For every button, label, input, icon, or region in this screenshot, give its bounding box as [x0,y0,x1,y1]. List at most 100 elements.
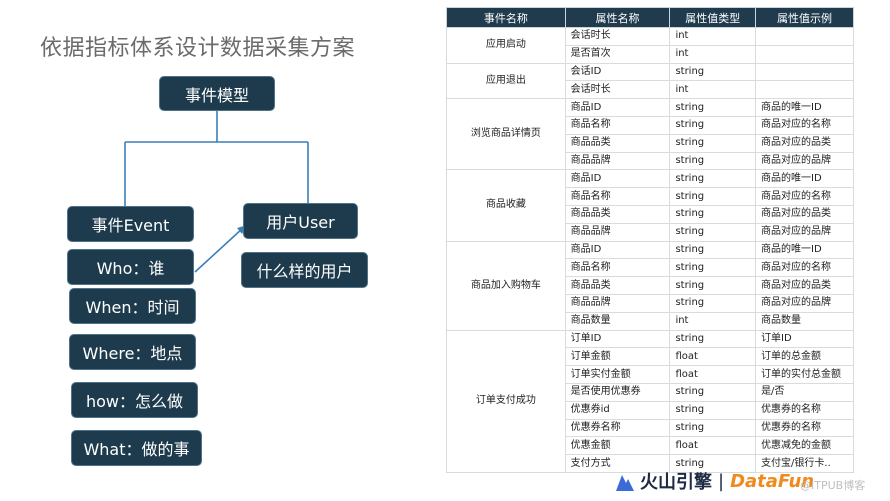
table-header-row: 事件名称 属性名称 属性值类型 属性值示例 [446,7,854,28]
attr-type-cell: int [669,44,757,64]
volcano-logo-icon [616,475,634,491]
attr-type-cell: string [669,222,757,242]
attr-name-cell: 优惠券名称 [564,418,671,438]
event-name-cell: 订单支付成功 [446,329,566,473]
user-node: 用户User [243,203,358,239]
brand-volcano-engine: 火山引擎 [640,472,712,493]
attr-name-cell: 商品ID [564,98,671,117]
attr-example-cell: 商品数量 [755,311,854,331]
attr-example-cell [755,44,854,64]
attr-example-cell: 商品的唯一ID [755,240,854,260]
attr-type-cell: int [669,80,757,100]
attr-example-cell: 商品的唯一ID [755,98,854,117]
attr-example-cell: 商品对应的品牌 [755,151,854,171]
attr-example-cell: 订单ID [755,329,854,349]
attr-type-cell: string [669,382,757,402]
where-node: Where：地点 [69,334,196,370]
attr-example-cell: 商品对应的名称 [755,187,854,206]
attr-name-cell: 是否首次 [564,44,671,64]
attr-name-cell: 商品名称 [564,258,671,278]
attr-example-cell: 商品对应的品牌 [755,222,854,242]
attr-name-cell: 订单实付金额 [564,365,671,384]
attr-type-cell: string [669,258,757,278]
header-attr-name: 属性名称 [564,7,671,28]
attr-name-cell: 商品品牌 [564,151,671,171]
attr-name-cell: 商品ID [564,169,671,189]
attr-name-cell: 优惠券id [564,400,671,420]
event-name-cell: 浏览商品详情页 [446,98,566,171]
attr-example-cell: 支付宝/银行卡.. [755,454,854,473]
attr-example-cell: 商品对应的品类 [755,204,854,224]
attr-example-cell: 商品对应的名称 [755,115,854,135]
attr-example-cell: 订单的实付总金额 [755,365,854,384]
watermark: @ITPUB博客 [800,479,866,492]
attr-name-cell: 订单ID [564,329,671,349]
event-node: 事件Event [67,206,194,242]
attr-example-cell: 订单的总金额 [755,347,854,367]
attr-type-cell: int [669,27,757,46]
attr-type-cell: string [669,98,757,117]
attr-name-cell: 商品品类 [564,133,671,153]
attr-name-cell: 会话时长 [564,27,671,46]
attr-name-cell: 商品名称 [564,115,671,135]
attr-type-cell: string [669,293,757,313]
attr-type-cell: string [669,400,757,420]
attr-example-cell: 优惠券的名称 [755,400,854,420]
header-attr-type: 属性值类型 [669,7,757,28]
attr-type-cell: string [669,169,757,189]
attr-example-cell: 商品对应的品类 [755,133,854,153]
attr-name-cell: 商品品牌 [564,222,671,242]
attr-type-cell: string [669,329,757,349]
attr-example-cell: 优惠券的名称 [755,418,854,438]
attr-type-cell: int [669,311,757,331]
brand-separator: | [718,470,725,492]
attr-type-cell: string [669,133,757,153]
attr-name-cell: 商品数量 [564,311,671,331]
root-node: 事件模型 [159,76,275,111]
attr-type-cell: float [669,436,757,456]
who-node: Who：谁 [67,249,194,285]
attr-name-cell: 会话时长 [564,80,671,100]
header-attr-example: 属性值示例 [755,7,854,28]
attr-example-cell: 商品对应的品类 [755,276,854,295]
attr-name-cell: 订单金额 [564,347,671,367]
attr-example-cell: 商品对应的名称 [755,258,854,278]
attr-type-cell: float [669,347,757,367]
attr-name-cell: 是否使用优惠券 [564,382,671,402]
attr-example-cell [755,62,854,82]
attr-example-cell: 是/否 [755,382,854,402]
attr-example-cell: 商品的唯一ID [755,169,854,189]
attr-type-cell: string [669,418,757,438]
who-user-arrow [194,227,244,273]
when-node: When：时间 [69,288,196,324]
attr-example-cell [755,27,854,46]
attr-name-cell: 商品品牌 [564,293,671,313]
attr-type-cell: string [669,204,757,224]
attr-name-cell: 优惠金额 [564,436,671,456]
user-desc-node: 什么样的用户 [241,252,368,288]
attr-name-cell: 商品品类 [564,276,671,295]
event-name-cell: 应用退出 [446,62,566,100]
attr-name-cell: 支付方式 [564,454,671,473]
event-name-cell: 商品加入购物车 [446,240,566,331]
attr-name-cell: 会话ID [564,62,671,82]
attr-type-cell: string [669,187,757,206]
